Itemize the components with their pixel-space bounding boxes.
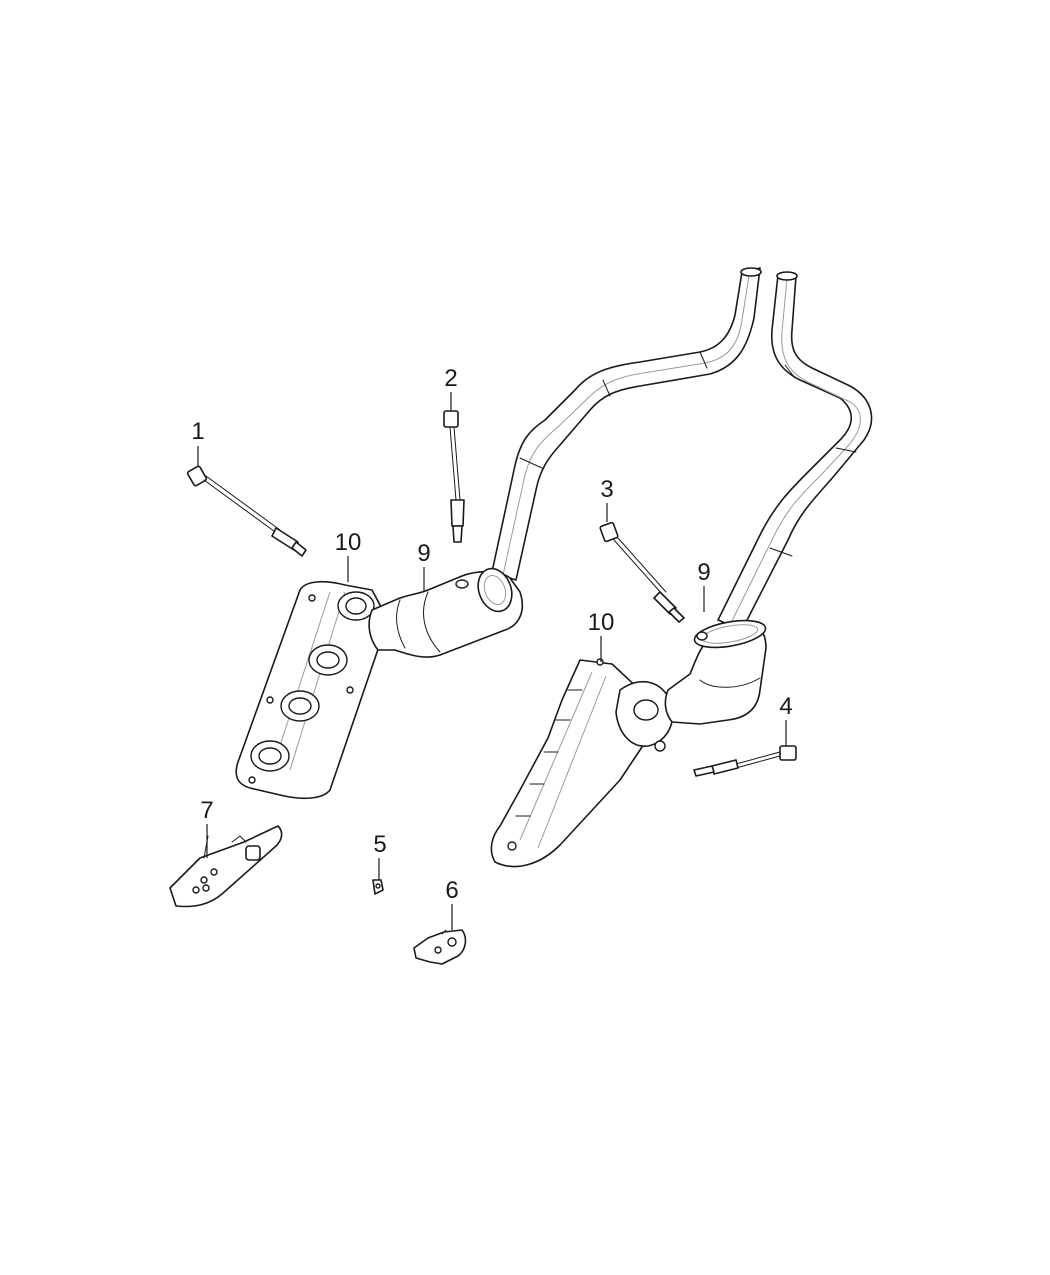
callout-1: 1	[191, 418, 204, 445]
catalytic-converter-right	[664, 619, 767, 725]
exhaust-pipe-right	[717, 271, 873, 631]
exhaust-pipe-left	[491, 267, 762, 581]
leader-lines	[197, 392, 787, 930]
exhaust-manifold-left	[235, 580, 389, 800]
callout-10b: 10	[588, 609, 615, 636]
callout-3: 3	[600, 476, 613, 503]
callout-10a: 10	[335, 529, 362, 556]
callout-labels: 1 2 3 4 5 6 7 9 9 10 10	[191, 365, 792, 904]
oxygen-sensor-2	[443, 410, 465, 543]
oxygen-sensor-4	[693, 745, 797, 777]
catalytic-converter-left	[368, 567, 524, 658]
oxygen-sensor-1	[186, 465, 307, 557]
callout-9b: 9	[697, 559, 710, 586]
callout-5: 5	[373, 831, 386, 858]
oxygen-sensor-3	[599, 521, 685, 623]
callout-7: 7	[200, 797, 213, 824]
callout-2: 2	[444, 365, 457, 392]
callout-9a: 9	[417, 540, 430, 567]
bracket-6	[413, 929, 467, 965]
heat-shield-bracket-7	[169, 825, 283, 908]
callout-6: 6	[445, 877, 458, 904]
exhaust-manifold-right	[490, 658, 674, 868]
callout-4: 4	[779, 693, 792, 720]
clip-5	[372, 879, 384, 895]
